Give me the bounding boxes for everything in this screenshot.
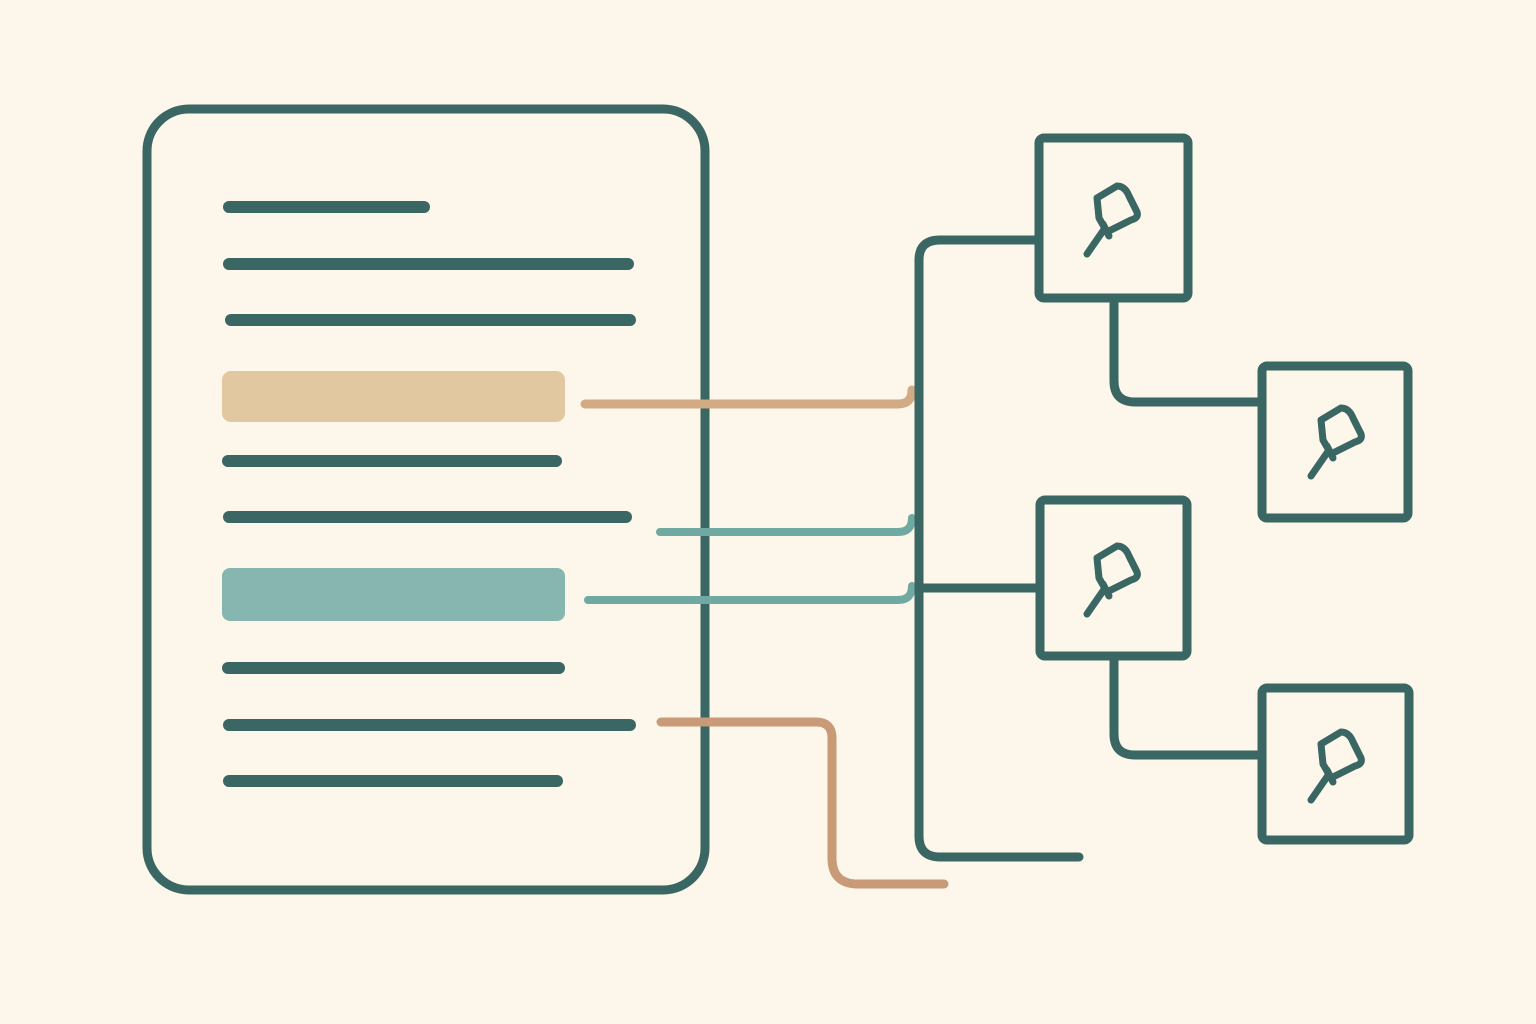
pin-card-2 (1257, 361, 1413, 523)
pin-card-4 (1257, 683, 1414, 845)
pushpin-icon (1087, 546, 1137, 614)
connector-teal-upper (656, 514, 916, 536)
branch-card3-to-card4 (1109, 651, 1267, 760)
branch-card1-to-card2 (1109, 293, 1267, 407)
highlight-tan (222, 371, 565, 422)
document-frame (142, 104, 710, 895)
connector-teal-lower (584, 582, 916, 604)
connector-brown (656, 717, 949, 889)
highlight-teal (222, 568, 565, 621)
trunk (914, 235, 1084, 862)
document (142, 104, 710, 895)
connectors (580, 385, 949, 889)
tree-lines (914, 235, 1267, 862)
document-lines (222, 201, 636, 787)
connector-tan (580, 385, 917, 409)
pushpin-icon (1311, 732, 1361, 800)
pushpin-icon (1311, 408, 1361, 476)
pin-card-1 (1034, 133, 1193, 303)
pin-card-3 (1035, 495, 1192, 661)
pushpin-icon (1087, 186, 1137, 254)
